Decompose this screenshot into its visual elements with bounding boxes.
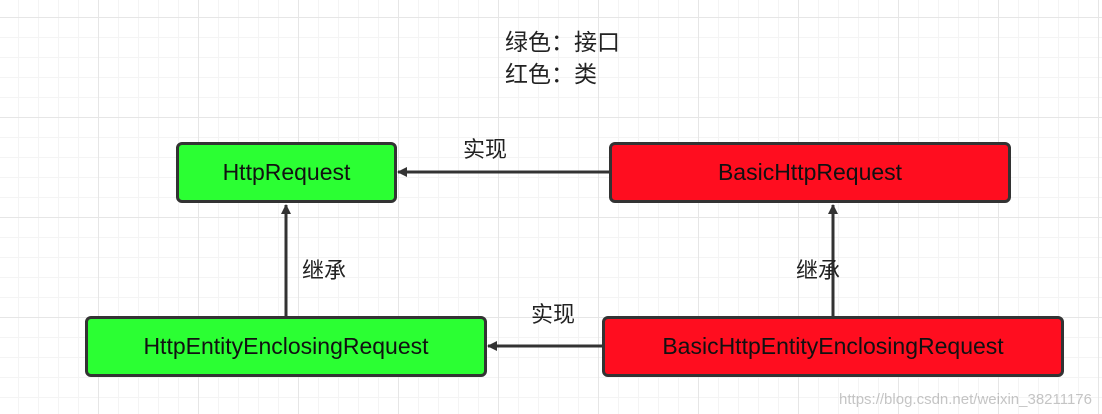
legend-red-class: 红色：类 [505, 62, 597, 88]
edge-label-implements-bottom: 实现 [531, 303, 576, 328]
edge-label-implements-top: 实现 [463, 138, 508, 163]
legend: 绿色：接口 红色：类 [505, 27, 620, 91]
edge-label-extends-left: 继承 [302, 259, 347, 284]
node-basichttpentityenclosingrequest-label: BasicHttpEntityEnclosingRequest [662, 333, 1004, 359]
node-httprequest-label: HttpRequest [222, 159, 351, 185]
node-httpentityenclosingrequest-label: HttpEntityEnclosingRequest [143, 333, 429, 359]
node-basichttprequest: BasicHttpRequest [609, 142, 1011, 203]
node-httprequest: HttpRequest [176, 142, 397, 203]
legend-green-interface: 绿色：接口 [505, 30, 620, 56]
node-basichttpentityenclosingrequest: BasicHttpEntityEnclosingRequest [602, 316, 1064, 377]
node-httpentityenclosingrequest: HttpEntityEnclosingRequest [85, 316, 487, 377]
edge-label-extends-right: 继承 [796, 259, 841, 284]
watermark: https://blog.csdn.net/weixin_38211176 [839, 391, 1092, 408]
node-basichttprequest-label: BasicHttpRequest [717, 159, 903, 185]
